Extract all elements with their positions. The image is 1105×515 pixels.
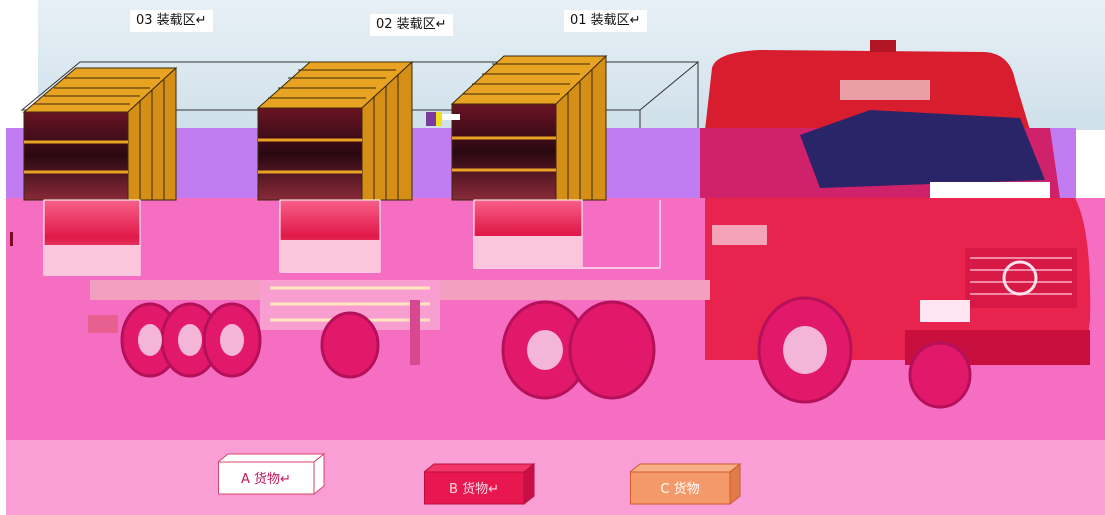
trailer-chassis	[88, 280, 710, 365]
truck-cab-top	[705, 40, 1030, 130]
container-frame	[20, 61, 700, 128]
glitch-mark	[426, 112, 436, 126]
cargo-c-box[interactable]: C 货物	[630, 460, 742, 506]
cargo-a-box[interactable]: A 货物↵	[218, 450, 326, 496]
box-stack-02	[256, 60, 414, 273]
cargo-b-box[interactable]: B 货物↵	[424, 460, 536, 506]
cargo-a-label: A 货物↵	[241, 471, 291, 487]
cargo-c-shape	[630, 462, 742, 506]
zone-label-03: 03 装载区↵	[130, 10, 213, 32]
cargo-c-label: C 货物	[660, 481, 700, 497]
cargo-a-shape	[218, 452, 326, 496]
cargo-b-shape	[424, 462, 536, 506]
zone-label-01: 01 装载区↵	[564, 10, 647, 32]
box-stack-01	[450, 54, 608, 269]
cargo-b-label: B 货物↵	[449, 481, 499, 497]
zone-label-02: 02 装载区↵	[370, 14, 453, 36]
truck-cab-mid	[700, 110, 1060, 198]
box-stack-03	[22, 66, 178, 276]
